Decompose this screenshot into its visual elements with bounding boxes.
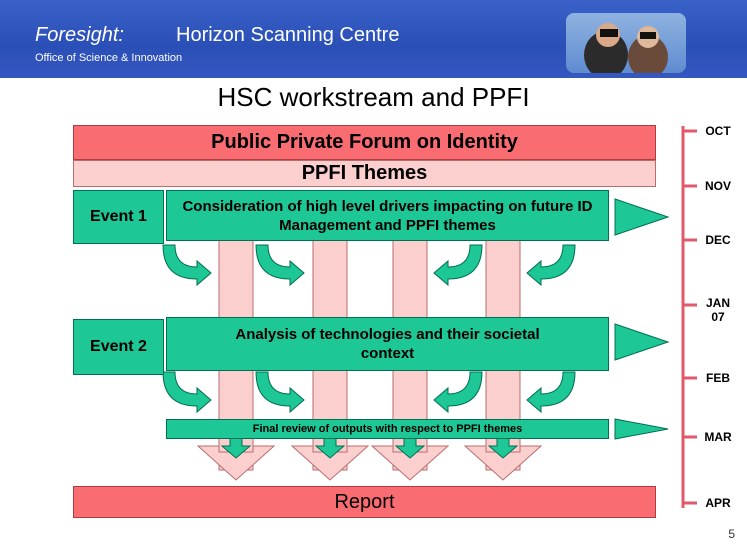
timeline-month-feb: FEB <box>706 371 730 385</box>
event-1-label: Event 1 <box>73 190 164 244</box>
event-1-description: Consideration of high level drivers impa… <box>166 190 609 241</box>
small-down-arrow-1 <box>220 437 252 459</box>
down-arrow-2 <box>290 445 370 481</box>
curved-arrow-e1-2 <box>255 244 305 287</box>
curved-arrow-e1-1 <box>162 244 212 287</box>
event-2-description: Analysis of technologies and their socie… <box>166 317 609 371</box>
themes-bar: PPFI Themes <box>73 160 656 187</box>
curved-arrow-e2-3 <box>433 371 483 414</box>
page-number: 5 <box>728 527 735 541</box>
curved-arrow-e1-4 <box>526 244 576 287</box>
final-review-bar: Final review of outputs with respect to … <box>166 419 609 439</box>
timeline-month-apr: APR <box>705 496 731 510</box>
small-down-arrow-4 <box>487 437 519 459</box>
binoculars-photo <box>566 13 686 73</box>
curved-arrow-e2-1 <box>162 371 212 414</box>
foresight-brand: Foresight: <box>35 24 124 46</box>
timeline-month-dec: DEC <box>705 233 731 247</box>
timeline-month-nov: NOV <box>704 179 731 193</box>
slide-title: HSC workstream and PPFI <box>217 82 530 112</box>
final-review-right-arrow <box>614 418 669 440</box>
small-down-arrow-3 <box>394 437 426 459</box>
timeline-month-oct: OCT <box>705 124 731 138</box>
down-arrow-3 <box>370 445 450 481</box>
curved-arrow-e2-2 <box>255 371 305 414</box>
curved-arrow-e2-4 <box>526 371 576 414</box>
header-banner: Foresight: Horizon Scanning Centre Offic… <box>0 0 747 78</box>
event2-right-arrow <box>614 323 670 361</box>
forum-bar: Public Private Forum on Identity <box>73 125 656 160</box>
event-2-label: Event 2 <box>73 319 164 375</box>
office-name: Office of Science & Innovation <box>35 52 183 64</box>
timeline-month-jan: JAN 07 <box>705 296 730 324</box>
timeline-month-mar: MAR <box>704 430 732 444</box>
down-arrow-1 <box>196 445 276 481</box>
report-bar: Report <box>73 486 656 518</box>
curved-arrow-e1-3 <box>433 244 483 287</box>
down-arrow-4 <box>463 445 543 481</box>
small-down-arrow-2 <box>314 437 346 459</box>
centre-name: Horizon Scanning Centre <box>176 24 400 46</box>
event1-right-arrow <box>614 198 670 236</box>
